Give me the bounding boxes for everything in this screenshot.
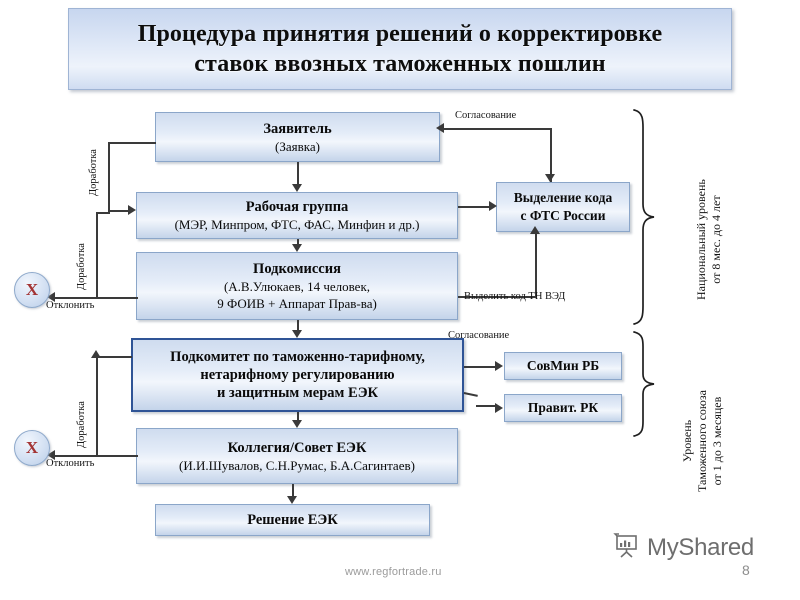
- connector-dorabotka1-horizontal-bottom: [108, 210, 129, 212]
- arrowhead-applicant-to-workgroup: [292, 184, 302, 192]
- side-caption-national-line-2: от 8 мес. до 4 лет: [709, 195, 723, 284]
- node-kollegia-sub: (И.И.Шувалов, С.Н.Румас, Б.А.Сагинтаев): [179, 457, 415, 473]
- node-applicant-sub: (Заявка): [275, 138, 320, 154]
- arrowhead-otklonit2: [47, 450, 55, 460]
- connector-kollegia-to-decision: [292, 484, 294, 496]
- arrowhead-kollegia-to-decision: [287, 496, 297, 504]
- arrowhead-subcommittee-to-pravit: [495, 403, 503, 413]
- node-kollegia-title: Коллегия/Совет ЕЭК: [227, 439, 367, 456]
- node-applicant-title: Заявитель: [263, 120, 332, 137]
- myshared-label: MyShared: [647, 533, 754, 561]
- node-decision-eec[interactable]: Решение ЕЭК: [155, 504, 430, 536]
- label-otklonit-2: Отклонить: [46, 458, 95, 469]
- node-fts-line-2: с ФТС России: [520, 208, 606, 223]
- node-subcommittee-line-1: Подкомитет по таможенно-тарифному,: [170, 349, 425, 365]
- node-kollegia-council-eec[interactable]: Коллегия/Совет ЕЭК (И.И.Шувалов, С.Н.Рум…: [136, 428, 458, 484]
- arrowhead-dorabotka1-to-workgroup: [128, 205, 136, 215]
- label-vydelit-kod-tn-ved: Выделить код ТН ВЭД: [464, 291, 566, 302]
- node-subcommission[interactable]: Подкомиссия (А.В.Улюкаев, 14 человек, 9 …: [136, 252, 458, 320]
- node-sovmin-rb-label: СовМин РБ: [526, 358, 600, 373]
- arrowhead-subcommission-to-subcommittee: [292, 330, 302, 338]
- myshared-branding: MyShared: [613, 531, 754, 564]
- side-caption-customs-union: Уровень Таможенного союза от 1 до 3 меся…: [680, 390, 725, 492]
- connector-dorabotka1-vertical: [108, 142, 110, 210]
- reject-x-icon: X: [25, 280, 39, 299]
- page-title: Процедура принятия решений о корректиров…: [124, 19, 677, 79]
- side-caption-national-level: Национальный уровень от 8 мес. до 4 лет: [694, 179, 724, 300]
- node-workgroup-sub: (МЭР, Минпром, ФТС, ФАС, Минфин и др.): [174, 217, 420, 232]
- label-dorabotka-3: Доработка: [76, 401, 87, 448]
- connector-subcommission-to-subcommittee: [297, 320, 299, 330]
- label-soglasovanie-bottom: Согласование: [448, 330, 510, 341]
- side-caption-cu-line-1: Уровень: [680, 419, 694, 463]
- connector-dorabotka2-vertical: [96, 212, 98, 298]
- slide-title-box: Процедура принятия решений о корректиров…: [68, 8, 732, 90]
- connector-subcommittee-to-sovmin: [464, 366, 496, 368]
- node-fts-line-1: Выделение кода: [513, 190, 613, 205]
- connector-dorabotka2-horizontal-top: [96, 212, 110, 214]
- arrowhead-dorabotka3-to-subcommittee: [91, 350, 101, 358]
- connector-subcommittee-to-pravit: [463, 392, 478, 397]
- brace-national-level: [630, 108, 658, 326]
- connector-dorabotka3-vertical: [96, 356, 98, 456]
- footer-url[interactable]: www.regfortrade.ru: [345, 566, 442, 578]
- connector-otklonit2-horizontal: [53, 455, 138, 457]
- connector-subcommittee-to-kollegia: [297, 412, 299, 420]
- reject-marker-kollegia[interactable]: X: [14, 430, 50, 466]
- connector-dorabotka1-horizontal-top: [108, 142, 156, 144]
- page-title-line-1: Процедура принятия решений о корректиров…: [137, 21, 663, 47]
- node-subcommission-title: Подкомиссия: [253, 261, 341, 277]
- arrowhead-into-fts-top: [545, 174, 555, 182]
- connector-workgroup-to-subcommission: [297, 239, 299, 244]
- label-dorabotka-1: Доработка: [88, 149, 99, 196]
- node-fts-code-allocation[interactable]: Выделение кода с ФТС России: [496, 182, 630, 232]
- node-decision-eec-label: Решение ЕЭК: [247, 512, 338, 528]
- label-soglasovanie-top: Согласование: [455, 110, 517, 121]
- arrowhead-workgroup-to-subcommission: [292, 244, 302, 252]
- reject-x-icon: X: [25, 438, 39, 457]
- arrowhead-otklonit1: [47, 292, 55, 302]
- node-workgroup[interactable]: Рабочая группа (МЭР, Минпром, ФТС, ФАС, …: [136, 192, 458, 239]
- node-applicant[interactable]: Заявитель (Заявка): [155, 112, 440, 162]
- page-title-line-2: ставок ввозных таможенных пошлин: [194, 51, 606, 77]
- connector-applicant-to-workgroup: [297, 162, 299, 184]
- connector-otklonit1-horizontal: [53, 297, 138, 299]
- connector-subcommission-to-fts-vertical: [535, 232, 537, 297]
- brace-customs-union-level: [630, 330, 658, 438]
- arrowhead-workgroup-to-fts: [489, 201, 497, 211]
- side-caption-cu-line-2: Таможенного союза: [695, 390, 709, 492]
- node-subcommission-sub1: (А.В.Улюкаев, 14 человек,: [223, 279, 371, 294]
- arrowhead-subcommittee-to-sovmin: [495, 361, 503, 371]
- node-sovmin-rb[interactable]: СовМин РБ: [504, 352, 622, 380]
- reject-marker-subcommission[interactable]: X: [14, 272, 50, 308]
- label-otklonit-1: Отклонить: [46, 300, 95, 311]
- node-subcommission-sub2: 9 ФОИВ + Аппарат Прав-ва): [217, 296, 377, 311]
- label-dorabotka-2: Доработка: [76, 243, 87, 290]
- connector-fts-return-vertical: [550, 128, 552, 182]
- connector-subcommittee-to-pravit-2: [476, 405, 496, 407]
- arrowhead-fts-return-to-applicant: [436, 123, 444, 133]
- page-number: 8: [742, 562, 750, 578]
- connector-subcommission-to-fts-horizontal: [458, 296, 536, 298]
- node-subcommittee-line-2: нетарифному регулированию: [200, 367, 395, 383]
- node-subcommittee[interactable]: Подкомитет по таможенно-тарифному, нетар…: [131, 338, 464, 412]
- arrowhead-subcommittee-to-kollegia: [292, 420, 302, 428]
- side-caption-cu-line-3: от 1 до 3 месяцев: [710, 396, 724, 486]
- arrowhead-subcommission-to-fts: [530, 226, 540, 234]
- presentation-board-icon: [613, 531, 641, 564]
- node-workgroup-title: Рабочая группа: [245, 199, 349, 215]
- node-subcommittee-line-3: и защитным мерам ЕЭК: [216, 385, 379, 401]
- connector-workgroup-to-fts: [458, 206, 490, 208]
- node-pravit-rk[interactable]: Правит. РК: [504, 394, 622, 422]
- node-pravit-rk-label: Правит. РК: [527, 400, 599, 415]
- connector-dorabotka3-horizontal-top: [96, 356, 132, 358]
- connector-fts-return-horizontal: [442, 128, 552, 130]
- side-caption-national-line-1: Национальный уровень: [694, 179, 708, 300]
